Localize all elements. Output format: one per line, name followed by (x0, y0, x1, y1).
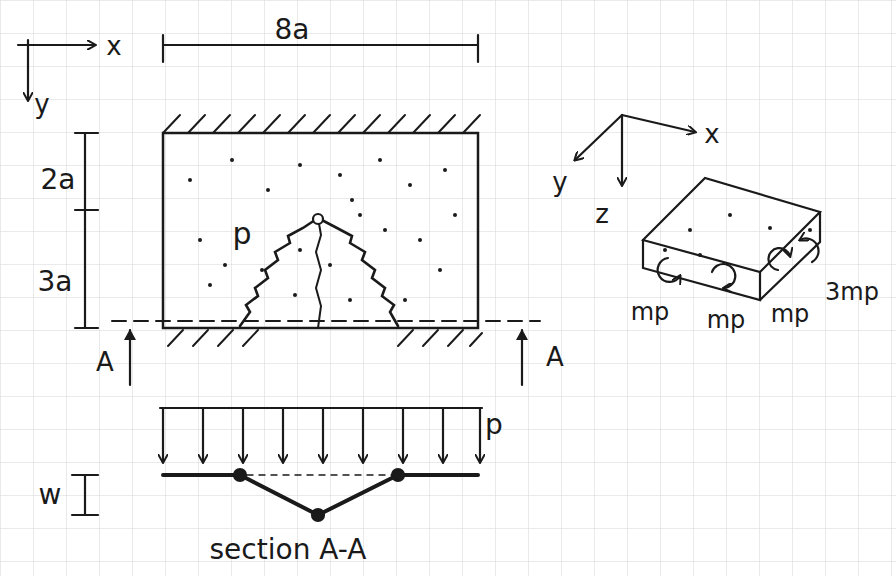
load-label: p (232, 219, 251, 249)
section-marker: A (546, 344, 564, 370)
moment-label: mp (631, 300, 670, 324)
dimension: 3a (38, 268, 73, 296)
axis-label: x (106, 33, 121, 59)
dimension: 2a (41, 166, 76, 194)
dimension: 8a (275, 16, 310, 44)
section-title: section A-A (210, 536, 367, 564)
axis-label: y (552, 169, 567, 195)
moment-label: 3mp (825, 280, 879, 304)
section-marker: A (96, 349, 114, 375)
load-label: p (485, 411, 503, 439)
axis-label: y (34, 91, 49, 117)
axis-label: x (704, 121, 719, 147)
dimension: w (39, 481, 62, 509)
moment-label: mp (771, 302, 810, 326)
axis-label: z (595, 201, 609, 227)
moment-label: mp (707, 308, 746, 332)
